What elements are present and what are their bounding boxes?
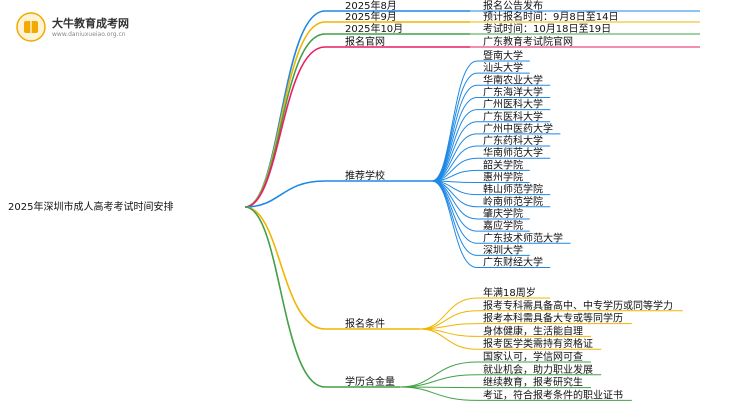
book-icon — [16, 12, 46, 42]
leaf-label: 岭南师范学院 — [483, 195, 543, 208]
leaf-label: 广东海洋大学 — [483, 85, 543, 98]
branch-connector — [244, 206, 326, 388]
leaf-label: 考试时间：10月18日至19日 — [483, 22, 611, 35]
leaf-label: 广东医科大学 — [483, 110, 543, 123]
branch-connector — [244, 180, 326, 208]
branch-label: 报名官网 — [345, 35, 385, 48]
branch-label: 学历含金量 — [345, 375, 395, 388]
leaf-label: 报名公告发布 — [483, 0, 543, 12]
leaf-label: 暨南大学 — [483, 49, 523, 62]
leaf-connector — [431, 180, 478, 269]
leaf-label: 考证，符合报考条件的职业证书 — [483, 388, 623, 401]
branch-connector — [244, 206, 326, 330]
leaf-label: 广东技术师范大学 — [483, 231, 563, 244]
branch-label: 推荐学校 — [345, 169, 385, 182]
branch-label: 报名条件 — [345, 317, 385, 330]
leaf-connector — [399, 361, 478, 388]
leaf-label: 报考本科需具备大专或等同学历 — [483, 312, 623, 325]
leaf-connector — [431, 96, 478, 182]
root-label: 2025年深圳市成人高考考试时间安排 — [8, 200, 173, 213]
leaf-label: 嘉应学院 — [483, 219, 523, 232]
leaf-connector — [419, 328, 478, 350]
leaf-label: 华南农业大学 — [483, 73, 543, 86]
leaf-label: 广东药科大学 — [483, 134, 543, 147]
leaf-label: 惠州学院 — [483, 171, 523, 184]
leaf-connector — [431, 84, 478, 182]
leaf-label: 广东教育考试院官网 — [483, 35, 573, 48]
leaf-label: 报考专科需具备高中、中专学历或同等学力 — [483, 299, 673, 312]
leaf-connector — [431, 180, 478, 244]
leaf-label: 广州中医药大学 — [483, 122, 553, 135]
leaf-connector — [431, 121, 478, 182]
branch-label: 2025年9月 — [345, 10, 397, 23]
leaf-label: 华南师范大学 — [483, 146, 543, 159]
leaf-label: 预计报名时间：9月8日至14日 — [483, 10, 618, 23]
leaf-label: 汕头大学 — [483, 61, 523, 74]
leaf-label: 年满18周岁 — [483, 286, 536, 299]
leaf-label: 肇庆学院 — [483, 207, 523, 220]
leaf-connector — [399, 386, 478, 401]
brand-logo: 大牛教育成考网 www.daniuxueiao.org.cn — [12, 8, 212, 48]
leaf-connector — [431, 72, 478, 182]
leaf-label: 广东财经大学 — [483, 256, 543, 269]
branch-connector — [244, 46, 326, 208]
leaf-connector — [419, 297, 478, 330]
branch-label: 2025年8月 — [345, 0, 397, 12]
leaf-label: 韶关学院 — [483, 158, 523, 171]
leaf-connector — [399, 374, 478, 388]
leaf-label: 深圳大学 — [483, 243, 523, 256]
leaf-label: 国家认可，学信网可查 — [483, 350, 583, 363]
leaf-connector — [431, 180, 478, 220]
leaf-label: 身体健康，生活能自理 — [483, 324, 583, 337]
branch-label: 2025年10月 — [345, 22, 403, 35]
brand-title: 大牛教育成考网 — [52, 17, 129, 30]
leaf-label: 报考医学类需持有资格证 — [483, 337, 593, 350]
brand-url: www.daniuxueiao.org.cn — [52, 31, 126, 38]
leaf-label: 广州医科大学 — [483, 98, 543, 111]
leaf-label: 就业机会，助力职业发展 — [483, 363, 593, 376]
leaf-label: 继续教育，报考研究生 — [483, 376, 583, 389]
leaf-connector — [431, 60, 478, 182]
leaf-label: 韩山师范学院 — [483, 183, 543, 196]
